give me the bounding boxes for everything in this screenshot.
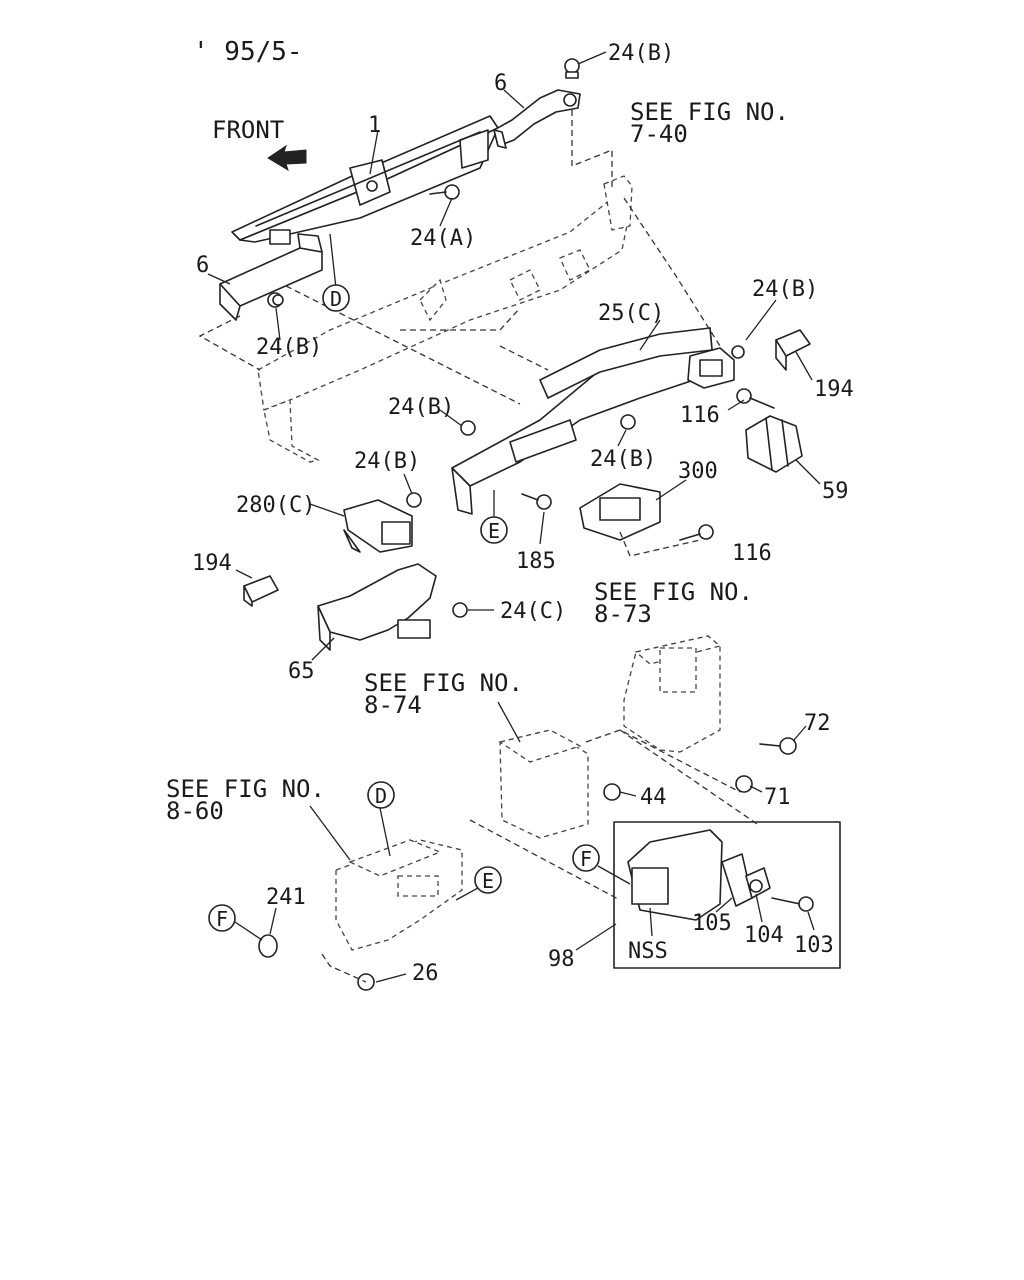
see-fig-label: SEE FIG NO.: [364, 669, 523, 697]
screw-116-lower: [679, 524, 714, 541]
part-label-116-lower: 116: [732, 541, 772, 566]
side-duct-upper: [493, 89, 581, 149]
side-duct-left: [219, 233, 323, 321]
grille-194-left: [243, 575, 279, 607]
part-label-24b-left: 24(B): [256, 335, 322, 360]
part-label-1: 1: [368, 113, 381, 138]
connector-kit-box: [613, 821, 841, 969]
part-label-71: 71: [764, 785, 791, 810]
see-fig-8-60: SEE FIG NO. 8-60: [166, 775, 325, 825]
svg-text:D: D: [375, 784, 387, 808]
part-label-105: 105: [692, 911, 732, 936]
bolt-72: [759, 737, 797, 755]
svg-text:E: E: [488, 519, 500, 543]
part-label-104: 104: [744, 923, 784, 948]
callout-f-lower: F: [208, 904, 236, 932]
part-label-116-upper: 116: [680, 403, 720, 428]
center-vent-300: [579, 483, 661, 541]
clip-24b-top: [564, 58, 580, 79]
date-code: ' 95/5-: [193, 37, 303, 67]
clip-24b-low2: [406, 492, 422, 508]
part-label-24b-right: 24(B): [752, 277, 818, 302]
part-label-194-left: 194: [192, 551, 232, 576]
see-fig-label: SEE FIG NO.: [166, 775, 325, 803]
svg-text:F: F: [216, 907, 228, 931]
leader-lines: [207, 51, 821, 983]
part-label-59: 59: [822, 479, 849, 504]
see-fig-7-40: SEE FIG NO. 7-40: [630, 98, 789, 148]
fig-number: 8-73: [594, 600, 652, 628]
instrument-panel-frame: [257, 175, 633, 463]
part-label-300: 300: [678, 459, 718, 484]
screw-185: [521, 493, 552, 510]
part-label-25c: 25(C): [598, 301, 664, 326]
grommet-241: [258, 934, 278, 958]
part-label-24b-mid: 24(B): [388, 395, 454, 420]
part-label-24c: 24(C): [500, 599, 566, 624]
grille-194-right: [775, 329, 811, 371]
duct-opening: [631, 867, 669, 905]
see-fig-8-74: SEE FIG NO. 8-74: [364, 669, 523, 719]
part-label-65: 65: [288, 659, 315, 684]
front-direction-label: FRONT: [212, 116, 284, 144]
part-label-44: 44: [640, 785, 667, 810]
part-label-24b-top: 24(B): [608, 41, 674, 66]
part-label-72: 72: [804, 711, 831, 736]
screw-103: [798, 896, 814, 912]
lower-duct: [317, 563, 437, 651]
evaporator-unit: [335, 839, 463, 951]
callout-f-upper: F: [572, 844, 600, 872]
part-label-6-left: 6: [196, 253, 209, 278]
part-label-nss: NSS: [628, 939, 668, 964]
callout-d-lower: D: [367, 781, 395, 809]
clip-24b-mid: [460, 420, 476, 436]
front-arrow-icon: [267, 144, 307, 172]
part-label-24a: 24(A): [410, 226, 476, 251]
part-label-185: 185: [516, 549, 556, 574]
see-fig-label: SEE FIG NO.: [594, 578, 753, 606]
fig-number: 7-40: [630, 120, 688, 148]
clip-24b-left: [272, 294, 284, 306]
center-duct: [451, 327, 735, 515]
callout-e-lower: E: [474, 866, 502, 894]
clip-24c: [452, 602, 468, 618]
part-label-24b-lower: 24(B): [590, 447, 656, 472]
screw-116-upper: [736, 388, 775, 409]
nss-kit-frame: [613, 821, 841, 969]
bracket-59: [745, 415, 803, 473]
fig-number: 8-60: [166, 797, 224, 825]
see-fig-label: SEE FIG NO.: [630, 98, 789, 126]
assembly-lines: [198, 110, 761, 983]
part-label-103: 103: [794, 933, 834, 958]
nut-71: [735, 775, 753, 793]
clip-24b-right: [731, 345, 745, 359]
clip-24b-lower: [620, 414, 636, 430]
svg-text:F: F: [580, 847, 592, 871]
part-label-194-right: 194: [814, 377, 854, 402]
part-label-98: 98: [548, 947, 575, 972]
callout-e-upper: E: [480, 516, 508, 544]
part-label-280c: 280(C): [236, 493, 315, 518]
svg-text:D: D: [330, 287, 342, 311]
svg-text:E: E: [482, 869, 494, 893]
part-label-24b-low2: 24(B): [354, 449, 420, 474]
nut-44: [603, 783, 621, 801]
blower-unit: [623, 635, 722, 753]
part-label-241: 241: [266, 885, 306, 910]
callout-d-upper: D: [322, 284, 350, 312]
heater-unit: [498, 729, 589, 839]
side-vent-outlet: [343, 499, 413, 553]
part-label-26: 26: [412, 961, 439, 986]
part-label-6-upper: 6: [494, 71, 507, 96]
see-fig-8-73: SEE FIG NO. 8-73: [594, 578, 753, 628]
fig-number: 8-74: [364, 691, 422, 719]
